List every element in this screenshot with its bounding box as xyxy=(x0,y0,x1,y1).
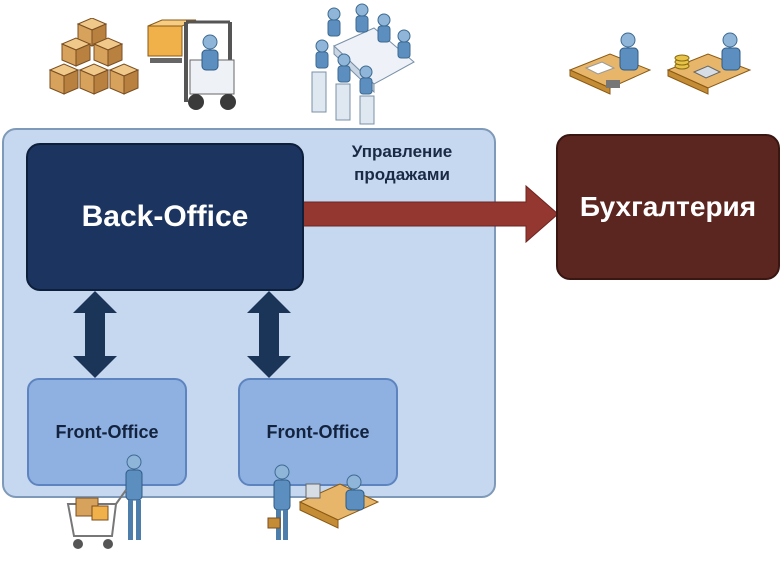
customer-service-desk-icon xyxy=(267,464,380,540)
double-arrow-right xyxy=(247,291,291,378)
double-arrow-left xyxy=(73,291,117,378)
accounting-label: Бухгалтерия xyxy=(579,191,757,222)
back-office-to-accounting-arrow xyxy=(299,184,559,244)
accounting-box: Бухгалтерия xyxy=(556,134,780,280)
sales-management-label-line2: продажами xyxy=(354,165,450,184)
front-office-box-right: Front-Office xyxy=(238,378,398,486)
forklift-worker-icon xyxy=(147,19,236,110)
accountant-desk-icon xyxy=(568,32,652,95)
sales-management-label: Управление продажами xyxy=(322,140,482,186)
cashier-desk-icon xyxy=(666,32,752,95)
back-office-label: Back-Office xyxy=(81,200,249,233)
front-office-box-left: Front-Office xyxy=(27,378,187,486)
shopping-cart-customer-icon xyxy=(66,454,143,549)
meeting-table-icon xyxy=(311,3,415,125)
boxes-stack-icon xyxy=(48,18,140,95)
front-office-left-label: Front-Office xyxy=(55,421,159,442)
sales-management-label-line1: Управление xyxy=(351,142,453,161)
back-office-box: Back-Office xyxy=(26,143,304,291)
front-office-right-label: Front-Office xyxy=(266,421,370,442)
